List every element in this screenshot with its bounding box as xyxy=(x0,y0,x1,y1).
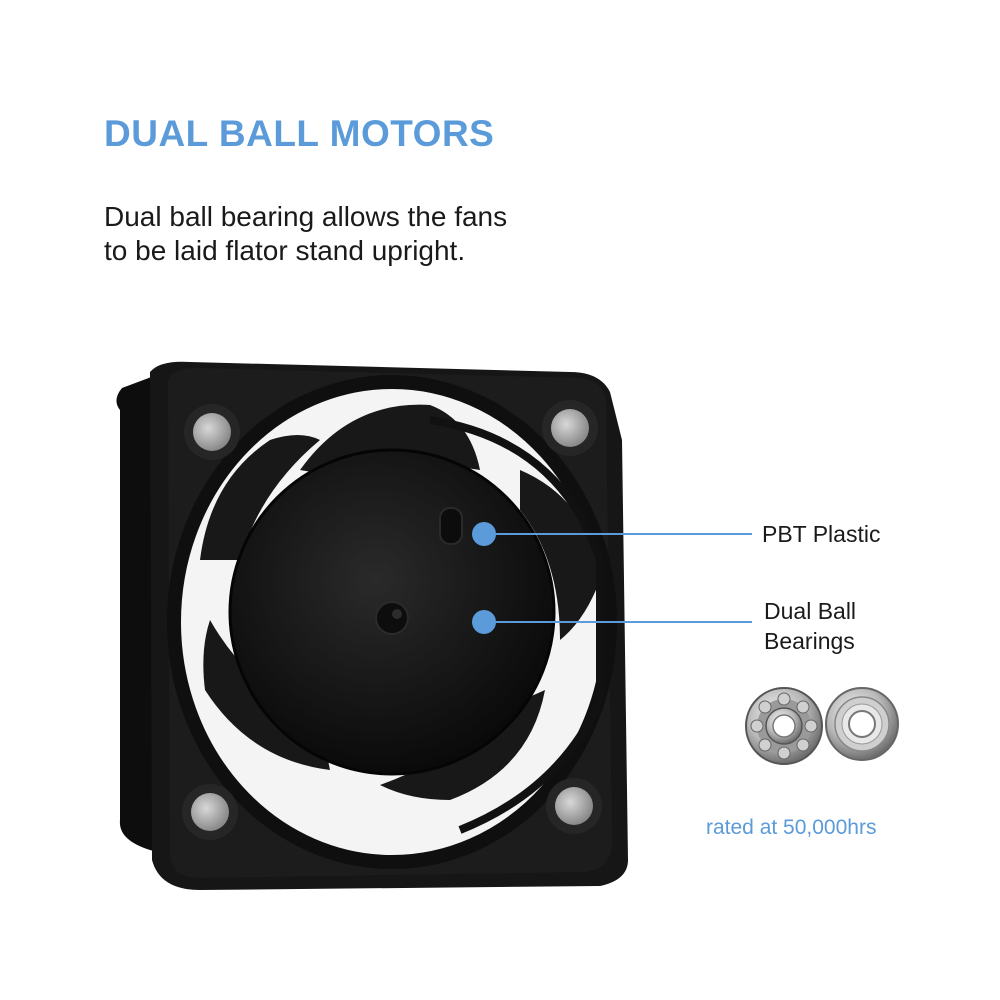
callout-dual-ball-bearings xyxy=(472,610,752,634)
description-line: Dual ball bearing allows the fans xyxy=(104,201,508,232)
callout-dot xyxy=(472,522,496,546)
label-line: Dual Ball xyxy=(764,598,857,624)
pbt-plastic-label: PBT Plastic xyxy=(762,521,881,547)
callout-dot xyxy=(472,610,496,634)
label-line: Bearings xyxy=(764,628,855,654)
bearing-image xyxy=(745,687,823,765)
rating-text: rated at 50,000hrs xyxy=(706,816,877,839)
dual-ball-bearings-label: Dual Ball Bearings xyxy=(764,596,856,656)
page-title: DUAL BALL MOTORS xyxy=(104,113,495,154)
bearing-image xyxy=(825,687,899,761)
callout-pbt-plastic xyxy=(472,522,752,546)
description-line: to be laid flator stand upright. xyxy=(104,235,466,266)
description: Dual ball bearing allows the fans to be … xyxy=(104,200,507,268)
mounting-holes xyxy=(182,400,602,840)
fan-hub xyxy=(228,448,556,776)
